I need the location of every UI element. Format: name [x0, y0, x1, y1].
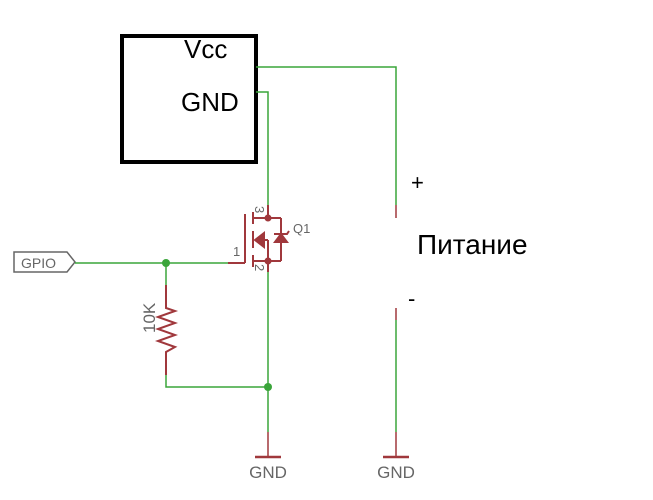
- drain-wire: [256, 91, 269, 205]
- vcc-wire: [256, 66, 397, 205]
- ground-label-2: GND: [377, 463, 415, 482]
- power-plus-label: +: [411, 170, 424, 195]
- pin-drain-label: 3: [252, 206, 267, 213]
- gpio-port: [13, 251, 76, 273]
- resistor-10k: [154, 285, 179, 375]
- gnd-label: GND: [181, 87, 239, 117]
- mosfet-name-label: Q1: [293, 221, 310, 236]
- resistor-wire-bottom: [165, 375, 268, 388]
- module-box: [120, 34, 258, 164]
- gpio-label: GPIO: [21, 255, 56, 271]
- power-minus-label: -: [408, 286, 415, 311]
- pin-source-label: 2: [252, 264, 267, 271]
- ground-label-1: GND: [249, 463, 287, 482]
- pin-gate-label: 1: [233, 244, 240, 259]
- mosfet-q1: [228, 205, 290, 272]
- resistor-value-label: 10K: [140, 302, 159, 333]
- power-label: Питание: [417, 229, 528, 260]
- vcc-label: Vcc: [184, 34, 227, 64]
